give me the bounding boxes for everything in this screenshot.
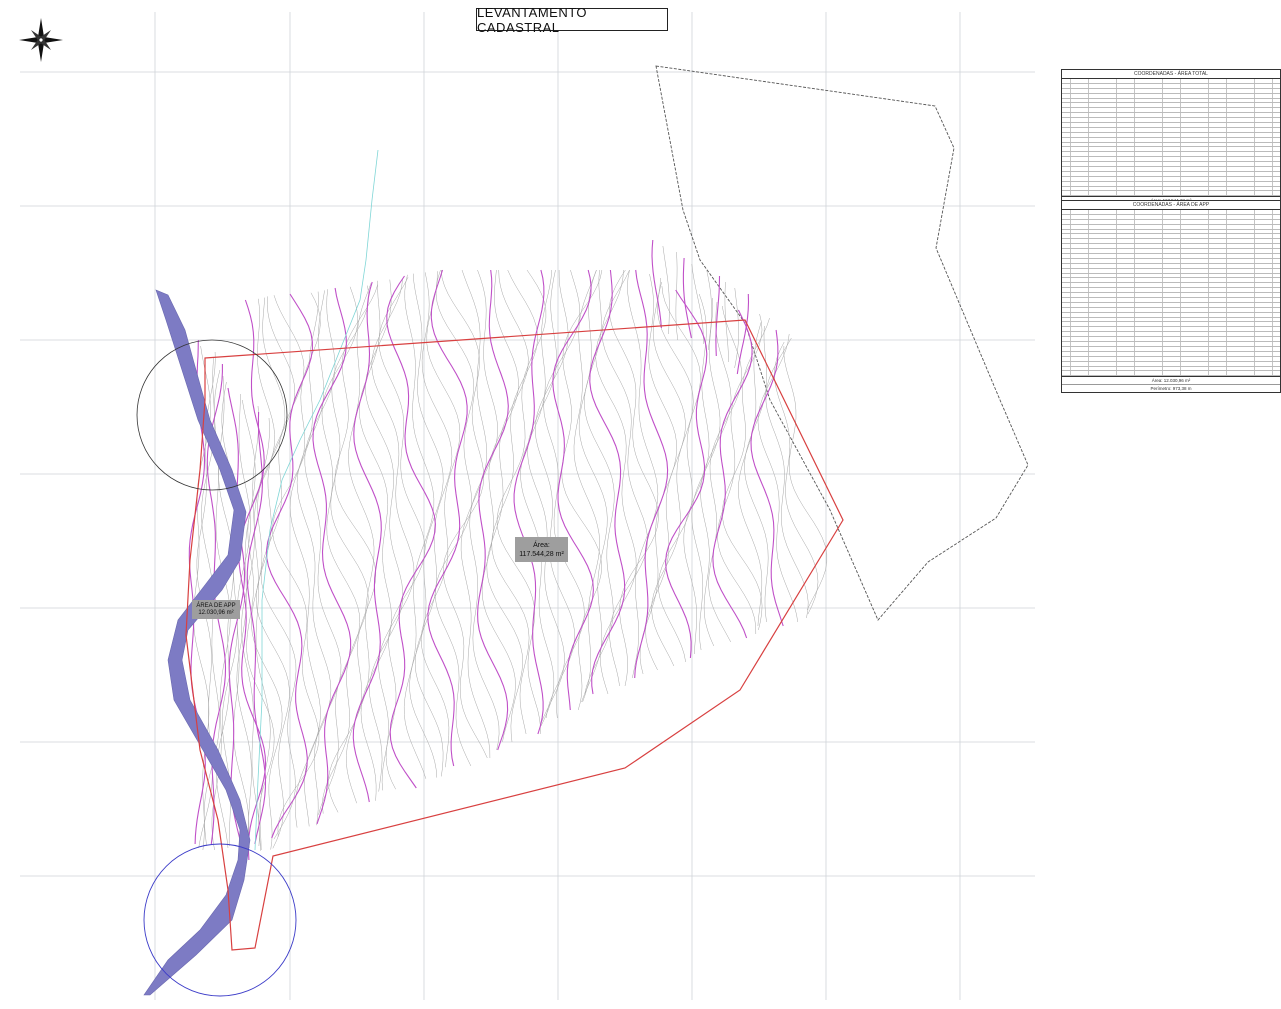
table-row xyxy=(1062,83,1280,89)
table-row xyxy=(1062,346,1280,352)
coordinate-grid xyxy=(20,12,1035,1000)
table-heading: COORDENADAS - ÁREA TOTAL xyxy=(1062,70,1280,79)
table-row xyxy=(1062,288,1280,294)
table-row xyxy=(1062,254,1280,259)
north-arrow-icon xyxy=(19,18,63,62)
table-row xyxy=(1062,351,1280,357)
table-row xyxy=(1062,79,1280,84)
table-row xyxy=(1062,293,1280,299)
table-row xyxy=(1062,268,1280,274)
river xyxy=(143,289,251,996)
coordinates-table-app: COORDENADAS - ÁREA DE APP Área: 12.030,9… xyxy=(1061,200,1281,394)
table-row xyxy=(1062,234,1280,240)
table-row xyxy=(1062,214,1280,220)
table-row xyxy=(1062,219,1280,225)
table-row xyxy=(1062,176,1280,182)
table-rows xyxy=(1062,79,1280,197)
property-boundary xyxy=(185,319,844,951)
table-row xyxy=(1062,332,1280,338)
table-row xyxy=(1062,157,1280,163)
table-row xyxy=(1062,371,1280,377)
table-row xyxy=(1062,132,1280,138)
table-row xyxy=(1062,337,1280,343)
table-row xyxy=(1062,273,1280,279)
table-row xyxy=(1062,224,1280,230)
table-row xyxy=(1062,312,1280,318)
table-row xyxy=(1062,103,1280,109)
table-row xyxy=(1062,317,1280,323)
table-row xyxy=(1062,322,1280,328)
table-row xyxy=(1062,210,1280,215)
table-row xyxy=(1062,118,1280,124)
contour-lines-major xyxy=(188,239,784,861)
table-row xyxy=(1062,307,1280,313)
table-row xyxy=(1062,298,1280,303)
table-row xyxy=(1062,278,1280,284)
table-row xyxy=(1062,98,1280,104)
table-row xyxy=(1062,283,1280,289)
table-row xyxy=(1062,147,1280,153)
table-row xyxy=(1062,137,1280,143)
table-row xyxy=(1062,93,1280,99)
table-row xyxy=(1062,244,1280,250)
area-main-label: Área: 117.544,28 m² xyxy=(515,537,568,562)
table-row xyxy=(1062,258,1280,264)
table-row xyxy=(1062,366,1280,372)
table-row xyxy=(1062,171,1280,177)
area-app-label: ÁREA DE APP 12.030,96 m² xyxy=(192,600,240,619)
area-app-value: 12.030,96 m² xyxy=(198,609,234,616)
app-circle-south xyxy=(143,843,297,997)
table-heading: COORDENADAS - ÁREA DE APP xyxy=(1062,201,1280,210)
table-row xyxy=(1062,181,1280,187)
area-main-caption: Área: xyxy=(533,541,550,549)
table-row xyxy=(1062,229,1280,235)
map-title: LEVANTAMENTO CADASTRAL xyxy=(476,5,668,35)
table-row xyxy=(1062,191,1280,197)
outer-boundary xyxy=(655,65,1029,621)
table-row xyxy=(1062,263,1280,269)
table-row xyxy=(1062,167,1280,172)
table-row xyxy=(1062,108,1280,114)
table-row xyxy=(1062,239,1280,245)
stream xyxy=(254,149,379,851)
area-app-caption: ÁREA DE APP xyxy=(196,602,236,609)
table-footer-perimeter: Perímetro: 973,38 m xyxy=(1062,384,1280,392)
table-row xyxy=(1062,342,1280,347)
table-row xyxy=(1062,123,1280,128)
area-main-value: 117.544,28 m² xyxy=(519,550,564,558)
table-row xyxy=(1062,356,1280,362)
table-row xyxy=(1062,152,1280,158)
table-row xyxy=(1062,361,1280,367)
table-rows xyxy=(1062,210,1280,377)
table-row xyxy=(1062,88,1280,94)
table-row xyxy=(1062,327,1280,333)
coordinates-table-total: COORDENADAS - ÁREA TOTAL Área: 117.544,2… xyxy=(1061,69,1281,206)
table-row xyxy=(1062,113,1280,119)
table-row xyxy=(1062,162,1280,168)
table-footer-area: Área: 12.030,96 m² xyxy=(1062,376,1280,384)
table-row xyxy=(1062,302,1280,308)
table-row xyxy=(1062,142,1280,148)
table-row xyxy=(1062,186,1280,192)
table-row xyxy=(1062,249,1280,255)
table-row xyxy=(1062,127,1280,133)
app-circle-north xyxy=(136,339,288,491)
